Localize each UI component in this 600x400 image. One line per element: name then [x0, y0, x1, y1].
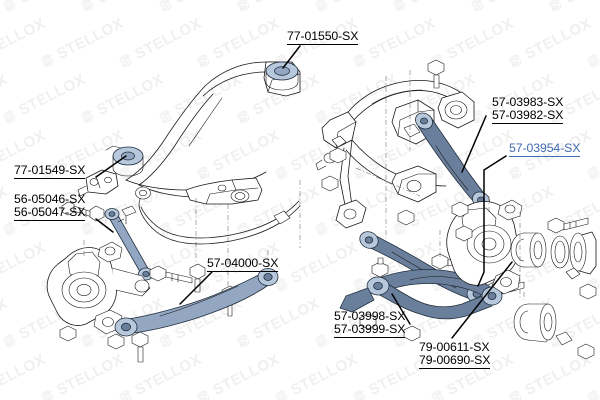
- fasteners: [321, 147, 473, 342]
- part-label-right-blue: 57-03954-SX: [509, 141, 580, 158]
- part-label-top-center: 77-01550-SX: [287, 29, 358, 46]
- part-number: 56-05046-SX: [14, 192, 86, 206]
- part-label-left-upper: 77-01549-SX: [14, 163, 85, 180]
- part-number: 77-01550-SX: [287, 29, 358, 46]
- trailing-arm-57-04000: [114, 250, 279, 363]
- leader-lines: [95, 45, 513, 339]
- part-number: 56-05047-SX: [14, 206, 85, 222]
- part-code-stack: 77-01549-SX: [14, 163, 85, 180]
- part-number: 57-04000-SX: [207, 256, 278, 273]
- part-number: 57-03998-SX: [334, 309, 406, 323]
- part-label-center-lower: 57-04000-SX: [207, 256, 278, 273]
- stabilizer-drop-link: [89, 205, 193, 284]
- part-code-stack: 57-03954-SX: [509, 141, 580, 158]
- part-number: 77-01549-SX: [14, 163, 85, 180]
- part-number: 57-03999-SX: [334, 323, 405, 339]
- stabilizer-bar-assembly: [121, 180, 301, 248]
- part-number: 79-00690-SX: [419, 354, 490, 370]
- part-code-stack: 57-04000-SX: [207, 256, 278, 273]
- left-wheel-carrier: [46, 240, 151, 350]
- part-code-stack: 77-01550-SX: [287, 29, 358, 46]
- part-number: 57-03954-SX: [509, 141, 580, 158]
- part-number: 57-03982-SX: [492, 109, 563, 125]
- part-number: 57-03983-SX: [492, 95, 564, 109]
